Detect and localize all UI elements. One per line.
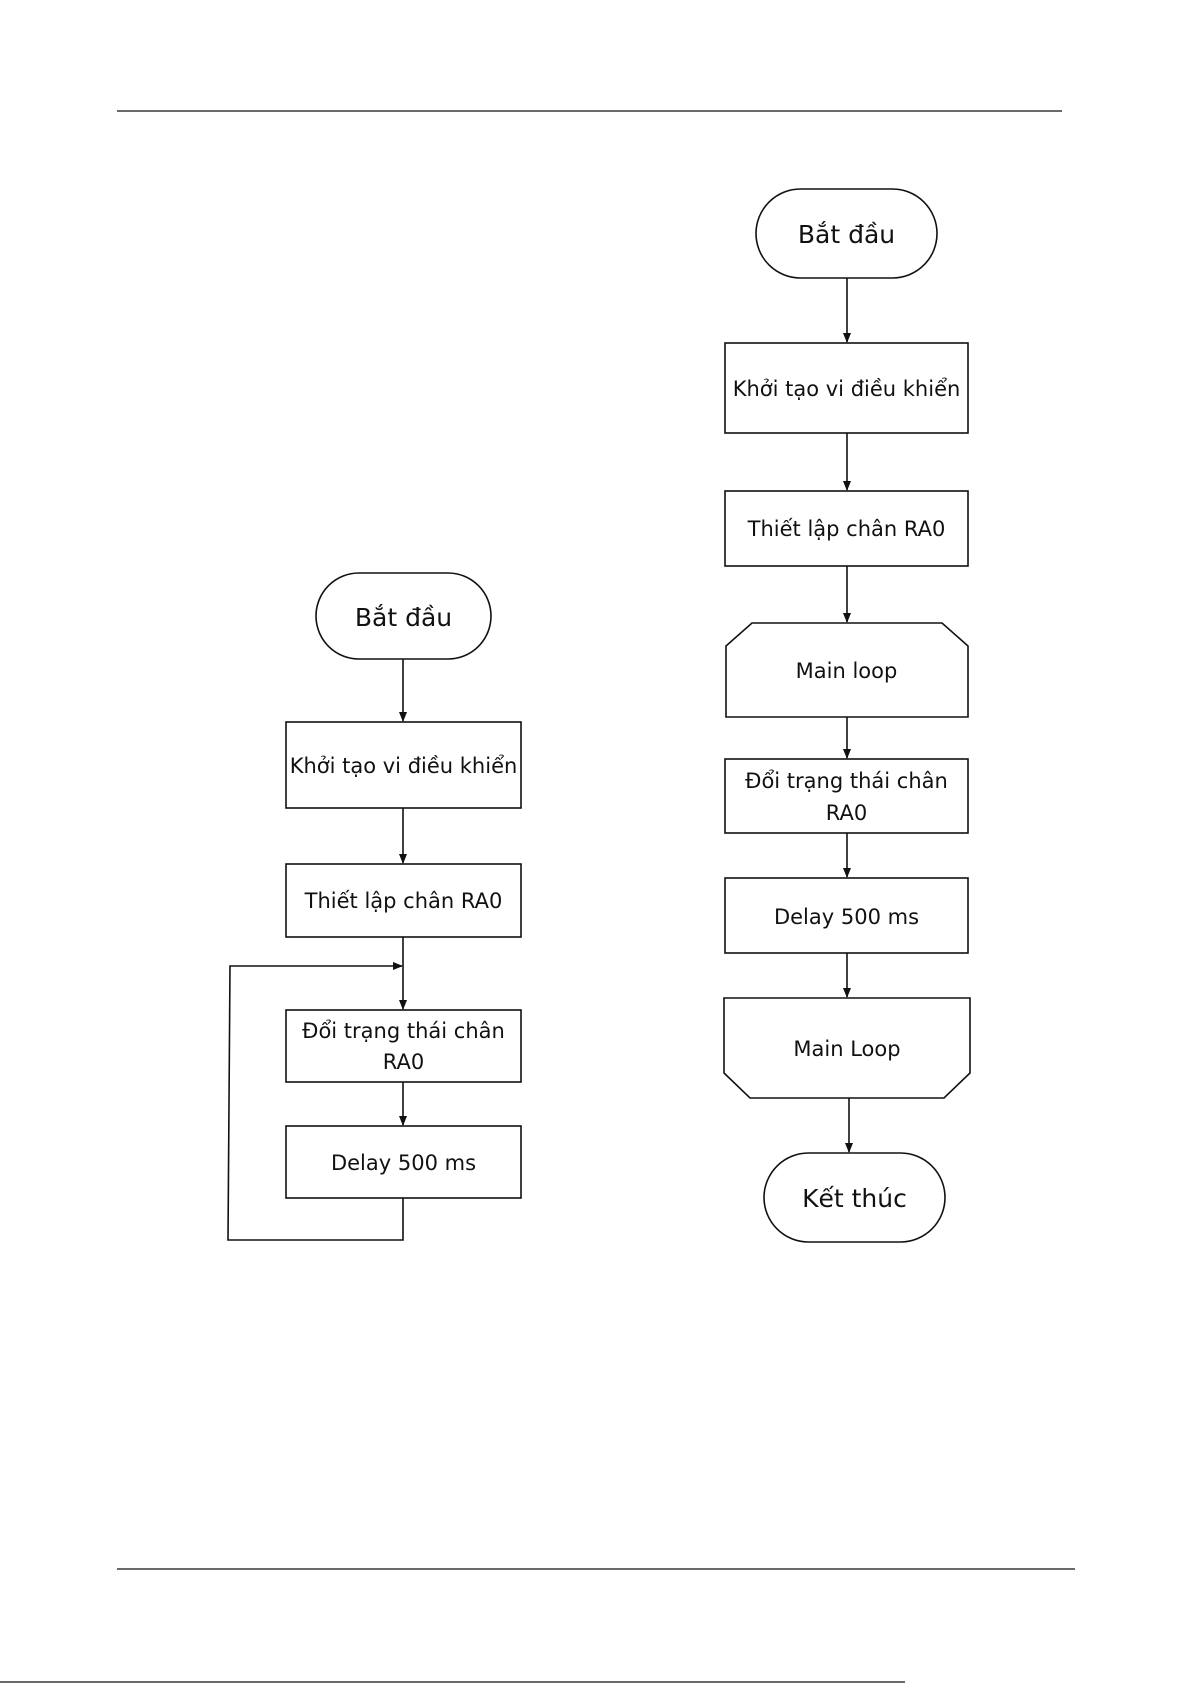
right-toggle-label-line1: Đổi trạng thái chân xyxy=(745,769,948,793)
left-delay-label: Delay 500 ms xyxy=(331,1151,476,1175)
right-delay-label: Delay 500 ms xyxy=(774,905,919,929)
left-toggle-label-line2: RA0 xyxy=(383,1050,424,1074)
left-flowchart: Bắt đầu Khởi tạo vi điều khiển Thiết lập… xyxy=(228,573,521,1240)
left-toggle-label-line1: Đổi trạng thái chân xyxy=(302,1019,505,1043)
right-end-label: Kết thúc xyxy=(802,1184,907,1213)
left-setup-label: Thiết lập chân RA0 xyxy=(304,889,503,913)
left-start-label: Bắt đầu xyxy=(355,603,452,632)
right-loop-end-label: Main Loop xyxy=(793,1037,900,1061)
right-flowchart: Bắt đầu Khởi tạo vi điều khiển Thiết lập… xyxy=(724,189,970,1242)
right-loop-start-label: Main loop xyxy=(796,659,898,683)
right-init-label: Khởi tạo vi điều khiển xyxy=(733,377,961,401)
right-start-label: Bắt đầu xyxy=(798,220,895,249)
left-init-label: Khởi tạo vi điều khiển xyxy=(290,754,518,778)
right-toggle-label-line2: RA0 xyxy=(826,801,867,825)
right-setup-label: Thiết lập chân RA0 xyxy=(747,517,946,541)
left-loop-back-edge xyxy=(228,966,403,1240)
